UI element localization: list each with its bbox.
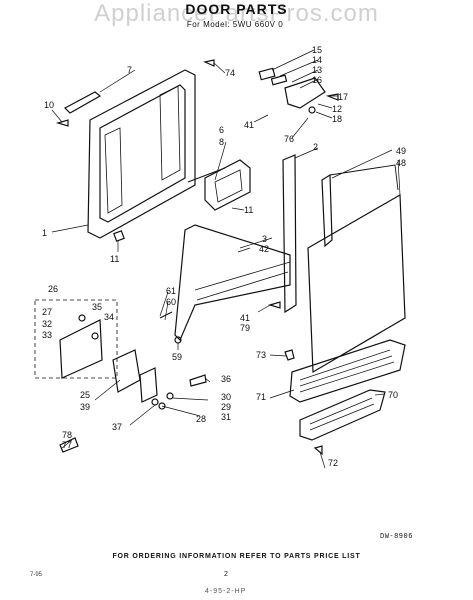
label-28: 28 — [196, 414, 206, 424]
label-60: 60 — [166, 297, 176, 307]
door-spring-part — [59, 437, 79, 453]
ordering-info-footer: FOR ORDERING INFORMATION REFER TO PARTS … — [112, 553, 361, 560]
bottom-mark: 4-95-2-HP — [205, 588, 247, 595]
model-subtitle: For Model: 5WU 660V 0 — [186, 20, 284, 29]
label-36: 36 — [221, 374, 231, 384]
panel-trim — [321, 173, 333, 248]
label-76: 76 — [284, 134, 294, 144]
label-3: 3 — [262, 234, 267, 244]
label-32: 32 — [42, 319, 52, 329]
label-71: 71 — [256, 392, 266, 402]
label-74: 74 — [225, 68, 235, 78]
label-31: 31 — [221, 412, 231, 422]
page-title: DOOR PARTS — [185, 1, 288, 17]
label-61: 61 — [166, 286, 176, 296]
hinge-assembly-group — [34, 299, 118, 379]
label-6: 6 — [219, 125, 224, 135]
label-7: 7 — [127, 65, 132, 75]
label-14: 14 — [312, 55, 322, 65]
label-42: 42 — [259, 244, 269, 254]
lower-access-panel — [289, 339, 406, 403]
label-34: 34 — [104, 312, 114, 322]
label-33: 33 — [42, 330, 52, 340]
label-26: 26 — [48, 284, 58, 294]
corner-note: 7-95 — [30, 572, 43, 578]
label-72: 72 — [328, 458, 338, 468]
outer-door-frame — [282, 154, 297, 314]
label-79: 79 — [240, 323, 250, 333]
page-number: 2 — [224, 571, 228, 578]
label-18: 18 — [332, 114, 342, 124]
label-27: 27 — [42, 307, 52, 317]
screw-part — [55, 119, 69, 127]
label-37: 37 — [112, 422, 122, 432]
diagram-code: DW-8906 — [380, 533, 413, 541]
label-39: 39 — [80, 402, 90, 412]
outer-door-panel — [307, 193, 406, 374]
inner-door-panel — [87, 69, 196, 239]
label-29: 29 — [221, 402, 231, 412]
spacer-part — [113, 230, 125, 242]
label-70: 70 — [388, 390, 398, 400]
label-25: 25 — [80, 390, 90, 400]
outer-door-bottom — [174, 224, 291, 342]
inner-door-panel-inset — [99, 84, 186, 223]
switch-plate — [112, 349, 141, 393]
watermark: AppliancePartsPros.com — [94, 0, 379, 27]
label-11b: 11 — [110, 254, 119, 264]
label-16: 16 — [312, 75, 322, 85]
label-1: 1 — [42, 228, 47, 238]
label-41a: 41 — [244, 120, 254, 130]
label-8: 8 — [219, 137, 224, 147]
label-17: 17 — [338, 92, 348, 102]
label-12: 12 — [332, 104, 342, 114]
toe-kick-panel — [299, 389, 386, 441]
label-2: 2 — [313, 142, 318, 152]
label-10: 10 — [44, 100, 54, 110]
label-73: 73 — [256, 350, 266, 360]
label-15: 15 — [312, 45, 322, 55]
latch-assembly — [284, 77, 326, 109]
label-59: 59 — [172, 352, 182, 362]
label-35: 35 — [92, 302, 102, 312]
label-48: 48 — [396, 158, 406, 168]
detergent-dispenser — [204, 159, 251, 211]
door-handle-part — [64, 91, 102, 114]
label-77: 77 — [62, 440, 72, 450]
label-13: 13 — [312, 65, 322, 75]
label-41b: 41 — [240, 313, 250, 323]
label-49: 49 — [396, 146, 406, 156]
label-11a: 11 — [244, 205, 253, 215]
label-30: 30 — [221, 392, 231, 402]
label-78: 78 — [62, 430, 72, 440]
